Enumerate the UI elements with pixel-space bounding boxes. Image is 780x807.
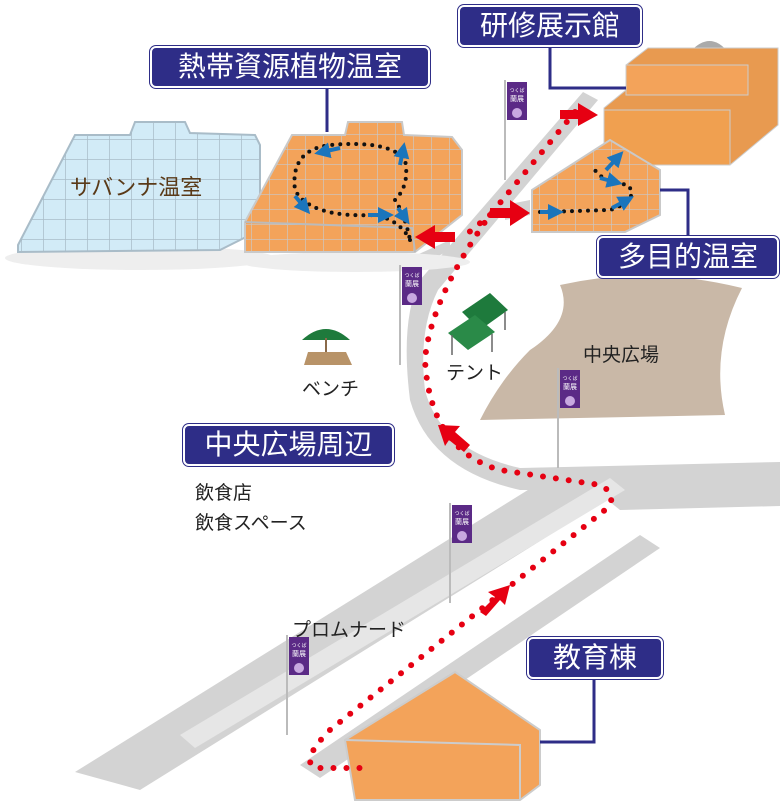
bench-label: ベンチ	[302, 378, 360, 400]
label-central-plaza-area: 中央広場周辺	[183, 424, 394, 466]
banner-text-line2: 蘭展	[292, 649, 306, 658]
promenade-label: プロムナード	[292, 619, 407, 641]
tent-icon	[448, 293, 508, 355]
banner-text-line1: つくば	[291, 642, 306, 649]
banner-text-line2: 蘭展	[563, 382, 577, 391]
route-arrow-icon	[293, 142, 635, 225]
label-tropical-greenhouse: 熱帯資源植物温室	[150, 46, 430, 88]
tent-label: テント	[446, 362, 504, 384]
plaza-label: 中央広場	[583, 344, 660, 366]
banner-text-line1: つくば	[404, 272, 419, 279]
banner-text-line1: つくば	[509, 87, 524, 94]
bench-icon	[302, 329, 352, 365]
banner-text-line1: つくば	[454, 510, 469, 517]
banner-text-line2: 蘭展	[405, 279, 419, 288]
route-arrow-icon	[415, 103, 598, 616]
research-hall-building	[603, 41, 779, 166]
banner-text-line2: 蘭展	[510, 94, 524, 103]
facility-restaurant: 飲食店	[195, 482, 253, 504]
label-education-building: 教育棟	[527, 637, 663, 679]
facility-eating-space: 飲食スペース	[195, 512, 307, 534]
central-plaza	[480, 275, 742, 420]
banner-text-line2: 蘭展	[455, 517, 469, 526]
label-multipurpose-greenhouse: 多目的温室	[597, 236, 779, 278]
savanna-greenhouse	[5, 121, 275, 270]
education-building	[343, 670, 541, 801]
savanna-greenhouse-label: サバンナ温室	[70, 176, 203, 201]
label-research-hall: 研修展示館	[458, 5, 642, 47]
main-route	[307, 109, 615, 771]
label-lines	[325, 45, 690, 744]
banner-text-line1: つくば	[562, 375, 577, 382]
